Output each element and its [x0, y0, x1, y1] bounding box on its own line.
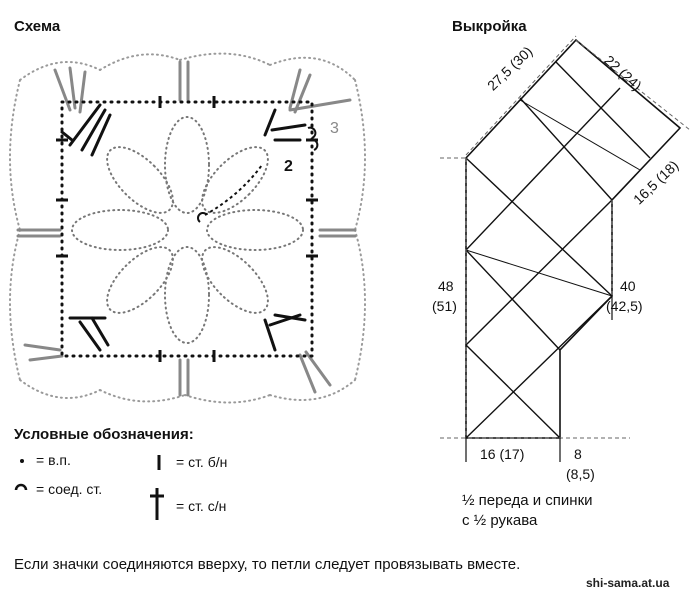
dim-bottom-right-alt: (8,5) [566, 466, 595, 482]
arc-icon [14, 483, 28, 491]
pattern-caption-1: ½ переда и спинки [462, 492, 593, 509]
site-watermark: shi-sama.at.ua [586, 576, 670, 590]
square-border [60, 100, 314, 358]
outer-stitches [16, 60, 357, 397]
center-arc-icon [197, 212, 207, 223]
legend-item-chain: = в.п. [36, 452, 71, 468]
dim-right-alt: (42,5) [606, 298, 643, 314]
corner-stitches [60, 103, 307, 352]
pattern-drawing [465, 38, 682, 439]
outer-arcs [9, 52, 366, 404]
legend-item-dc: = ст. с/н [176, 498, 227, 514]
row2-arc2-icon [309, 138, 319, 151]
dim-right-value: 40 [620, 278, 636, 294]
dimension-lines [440, 35, 691, 460]
dimension-ticks [465, 296, 613, 462]
dot-icon [20, 459, 24, 463]
legend-item-slip: = соед. ст. [36, 481, 103, 497]
row2-arc-icon [307, 126, 317, 139]
flower-petals [71, 116, 304, 344]
footer-note: Если значки соединяются вверху, то петли… [14, 556, 521, 573]
dim-bottom-left: 16 (17) [480, 446, 525, 462]
legend-title: Условные обозначения: [14, 426, 194, 443]
pattern-title: Выкройка [452, 18, 527, 35]
scheme-title: Схема [14, 18, 61, 35]
dim-left-alt: (51) [432, 298, 457, 314]
dim-left-value: 48 [438, 278, 454, 294]
pattern-caption-2: с ½ рукава [462, 512, 538, 529]
legend-item-sc: = ст. б/н [176, 454, 228, 470]
center-chain [204, 164, 263, 216]
row-label-2: 2 [284, 158, 293, 175]
row-label-3: 3 [330, 120, 339, 137]
dim-bottom-right-value: 8 [574, 446, 582, 462]
